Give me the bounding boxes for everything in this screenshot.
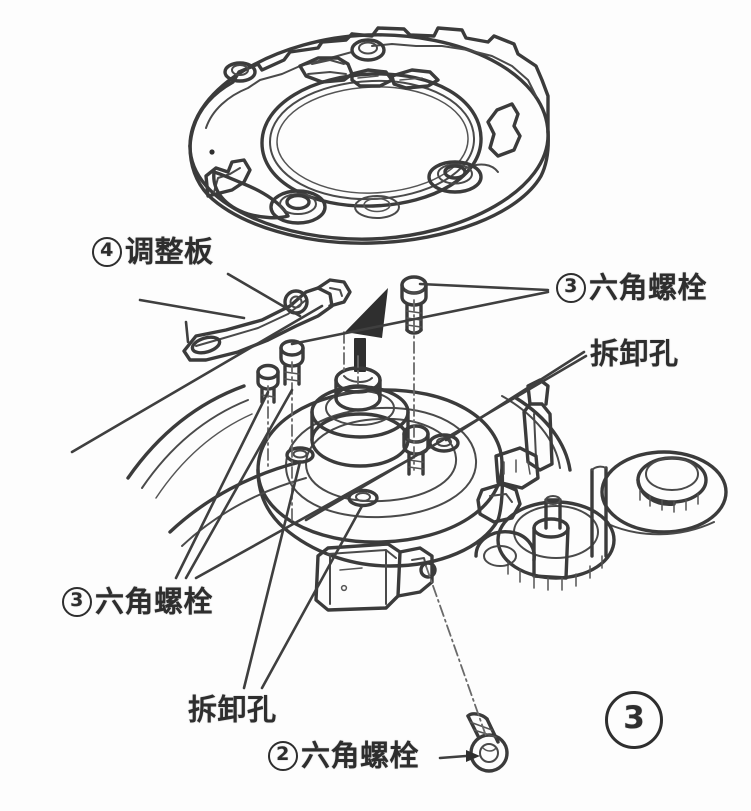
ring-boss-lower-right [427,160,483,194]
knurled-cap-right [600,450,728,536]
callout-number-3-top: 3 [556,273,586,303]
deck-hole-left [285,446,315,464]
ring-plate-component [188,26,550,245]
callout-number-2-bottom: 2 [268,741,298,771]
right-side-components [474,378,728,591]
ring-boss-upper-left [223,61,257,83]
callout-number-4: 4 [92,237,122,267]
ring-boss-upper-right [350,38,386,62]
label-text-hex-bolt-left: 六角螺栓 [95,584,214,619]
ring-boss-lower-left [269,189,327,225]
ring-boss-middle [354,195,400,219]
callout-number-3-left: 3 [62,587,92,617]
label-text-removal-hole-right: 拆卸孔 [590,336,679,371]
front-bracket [314,542,402,612]
label-text-adjustment-plate: 调整板 [125,234,214,269]
adjustment-plate-component [182,278,352,362]
leader-lines [70,272,588,762]
label-removal-hole-bottom: 拆卸孔 [188,694,277,725]
label-text-hex-bolt-bottom: 六角螺栓 [301,738,420,773]
label-removal-hole-right: 拆卸孔 [590,338,679,369]
centerlines [267,299,487,737]
figure-number-badge: 3 [605,691,663,749]
hex-bolt-detached [466,712,509,773]
label-text-hex-bolt-top: 六角螺栓 [589,270,708,305]
label-text-removal-hole-bottom: 拆卸孔 [188,692,277,727]
deck-hole-right [428,433,460,453]
